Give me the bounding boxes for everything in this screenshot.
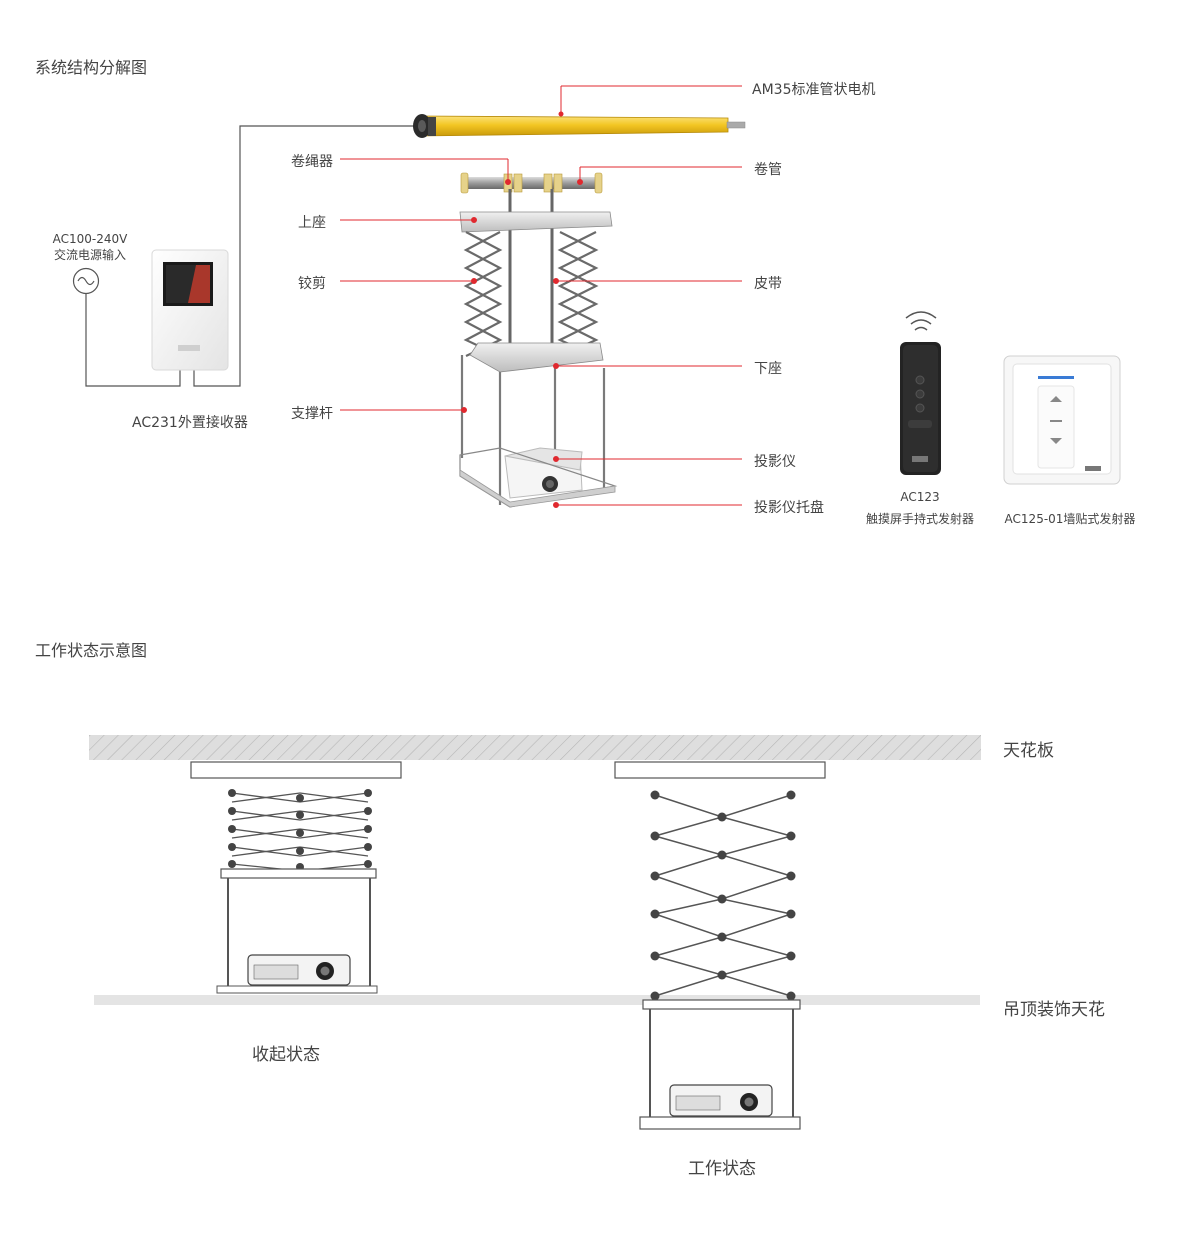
ac-power-icon: [72, 267, 100, 295]
label-tray: 投影仪托盘: [754, 500, 824, 516]
working-state-label: 工作状态: [688, 1159, 756, 1179]
label-upper-seat: 上座: [298, 215, 326, 231]
remote-model-label: AC123: [900, 490, 940, 504]
retracted-state-label: 收起状态: [252, 1045, 320, 1065]
projector-illustration-working: [669, 1084, 773, 1117]
label-tube: 卷管: [754, 162, 782, 178]
roll-tube: [460, 172, 603, 194]
projector-illustration: [504, 447, 583, 499]
scissor-left: [463, 231, 503, 357]
wall-switch-label: AC125-01墙贴式发射器: [1004, 512, 1136, 526]
working-unit: [614, 761, 826, 1130]
label-motor: AM35标准管状电机: [752, 82, 876, 98]
ceiling-label: 天花板: [1003, 741, 1054, 761]
false-ceiling-label: 吊顶装饰天花: [1003, 1000, 1105, 1020]
label-lower-seat: 下座: [754, 361, 782, 377]
structure-diagram: [72, 85, 1121, 508]
receiver-device: [151, 249, 229, 371]
lower-seat: [469, 342, 604, 373]
section-title-working: 工作状态示意图: [35, 641, 148, 660]
label-projector: 投影仪: [754, 454, 796, 470]
remote-control-icon: [900, 311, 941, 475]
upper-seat: [459, 211, 613, 233]
label-belt: 皮带: [754, 276, 782, 292]
callout-lines: [340, 158, 742, 508]
working-state-diagram: [89, 735, 981, 1130]
label-scissor: 铰剪: [298, 276, 326, 292]
ceiling-slab: [89, 735, 981, 760]
tubular-motor: [413, 114, 746, 138]
power-voltage-label: AC100-240V: [52, 232, 128, 246]
scissor-right: [557, 231, 599, 358]
projector-illustration-retracted: [247, 954, 351, 986]
label-rope-winder: 卷绳器: [291, 154, 333, 170]
retracted-unit: [190, 761, 402, 994]
false-ceiling-slab: [94, 995, 980, 1005]
projector-tray: [459, 447, 618, 508]
remote-name-label: 触摸屏手持式发射器: [865, 512, 974, 526]
section-title-structure: 系统结构分解图: [35, 58, 148, 77]
power-input-label: 交流电源输入: [53, 248, 126, 262]
label-support-rod: 支撑杆: [291, 406, 333, 422]
receiver-label: AC231外置接收器: [132, 415, 248, 431]
wiring: [85, 125, 418, 387]
wall-switch-icon: [1003, 355, 1121, 485]
